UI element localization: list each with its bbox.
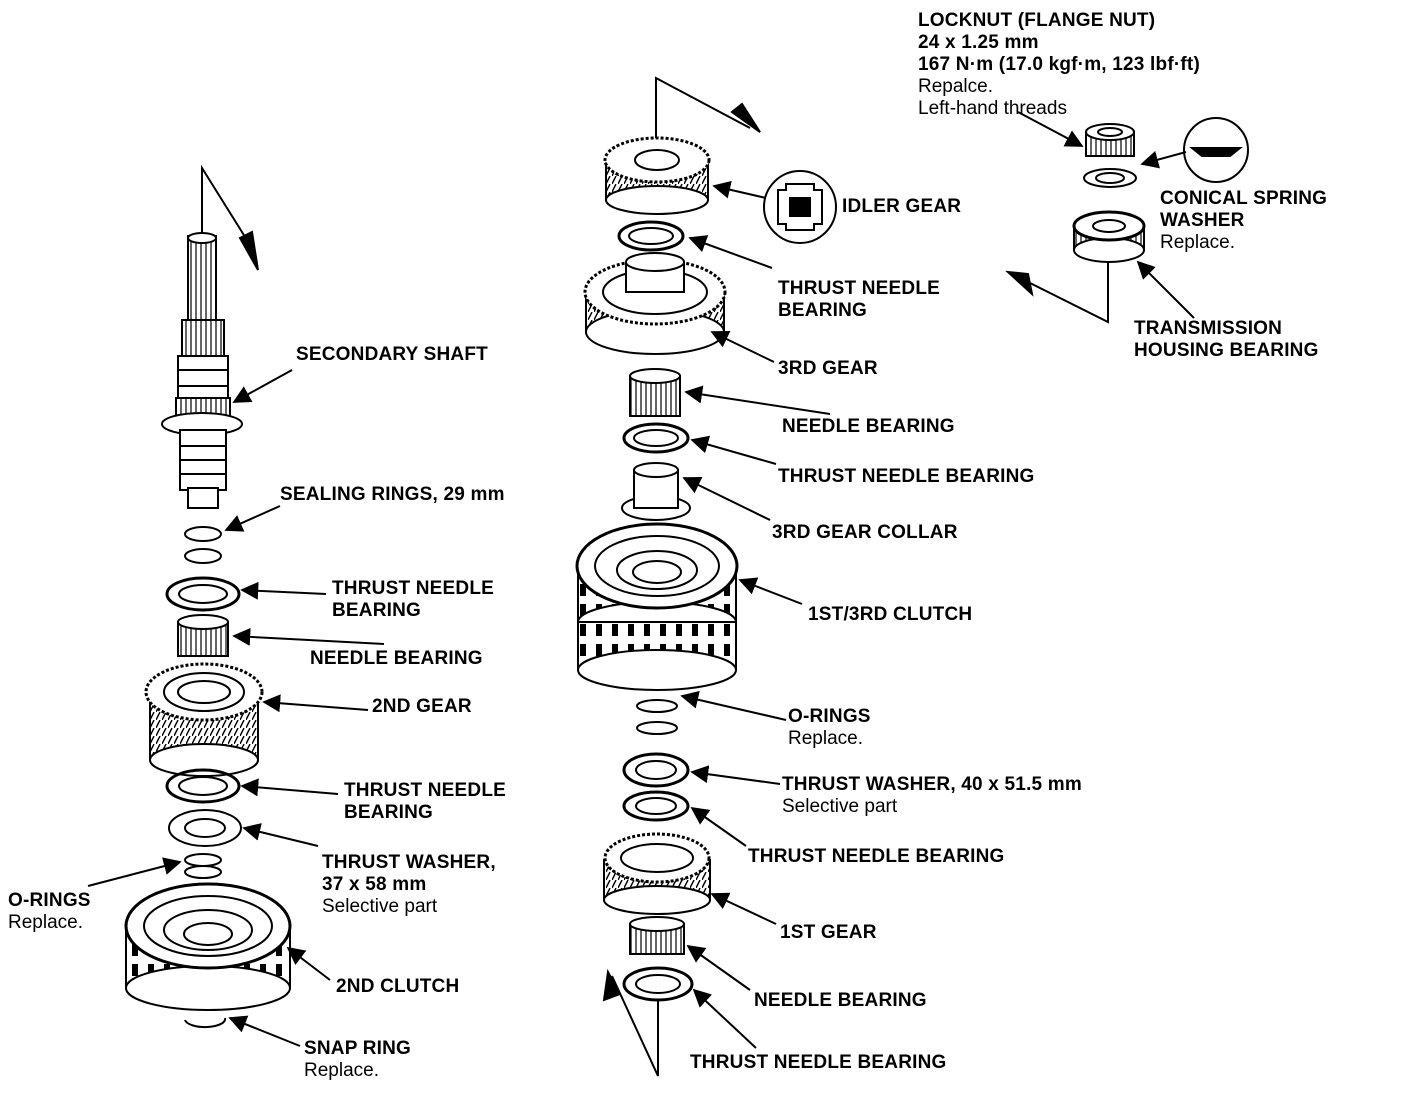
idler-gear-part	[603, 136, 711, 215]
label-o-rings-left: O-RINGS Replace.	[8, 890, 91, 933]
label-third-gear-collar: 3RD GEAR COLLAR	[772, 522, 958, 543]
second-clutch-part	[124, 882, 292, 1011]
secondary-shaft-part	[161, 232, 243, 509]
label-thrust-needle-bearing-left-1: THRUST NEEDLE BEARING	[332, 578, 494, 621]
leader-lines	[87, 111, 1195, 1049]
first-third-clutch-part	[575, 522, 739, 691]
label-thrust-needle-bearing-right-4: THRUST NEEDLE BEARING	[690, 1052, 947, 1073]
needle-bearing-right-1-part	[629, 368, 681, 417]
thrust-washer-left-part	[168, 809, 242, 847]
label-o-rings-right: O-RINGS Replace.	[788, 706, 871, 749]
snap-ring-part	[184, 1017, 227, 1029]
label-thrust-washer-right: THRUST WASHER, 40 x 51.5 mm Selective pa…	[782, 774, 1082, 817]
label-conical-spring-washer: CONICAL SPRING WASHER Replace.	[1160, 188, 1328, 253]
label-idler-gear: IDLER GEAR	[842, 196, 962, 217]
needle-bearing-right-2-part	[629, 916, 685, 955]
thrust-needle-bearing-right-4-part	[622, 966, 694, 1002]
second-gear-part	[144, 662, 264, 777]
o-rings-left-part	[184, 853, 222, 879]
label-thrust-needle-bearing-right-2: THRUST NEEDLE BEARING	[778, 466, 1035, 487]
idler-gear-section-inset	[763, 170, 837, 244]
right-direction-arrow	[655, 76, 761, 150]
conical-spring-washer-inset	[1183, 117, 1249, 183]
bottom-direction-arrow	[602, 968, 659, 1077]
label-thrust-needle-bearing-right-1: THRUST NEEDLE BEARING	[778, 278, 940, 321]
label-second-gear: 2ND GEAR	[372, 696, 472, 717]
label-secondary-shaft: SECONDARY SHAFT	[296, 344, 488, 365]
label-thrust-needle-bearing-left-2: THRUST NEEDLE BEARING	[344, 780, 506, 823]
label-needle-bearing-left: NEEDLE BEARING	[310, 648, 483, 669]
first-gear-part	[603, 832, 711, 915]
label-thrust-needle-bearing-right-3: THRUST NEEDLE BEARING	[748, 846, 1005, 867]
label-locknut: LOCKNUT (FLANGE NUT) 24 x 1.25 mm 167 N·…	[918, 10, 1200, 119]
thrust-needle-bearing-right-3-part	[622, 790, 690, 822]
left-direction-arrow	[201, 164, 259, 271]
transmission-housing-bearing-part	[1072, 210, 1146, 263]
label-first-third-clutch: 1ST/3RD CLUTCH	[808, 604, 973, 625]
label-thrust-washer-left: THRUST WASHER, 37 x 58 mm Selective part	[322, 852, 496, 917]
label-needle-bearing-right-2: NEEDLE BEARING	[754, 990, 927, 1011]
o-rings-right-part	[636, 699, 678, 735]
third-gear-part	[583, 252, 727, 355]
third-gear-collar-part	[621, 462, 691, 521]
housing-direction-arrow	[1005, 262, 1109, 324]
label-third-gear: 3RD GEAR	[778, 358, 878, 379]
thrust-needle-bearing-right-1-part	[617, 220, 685, 252]
needle-bearing-left-part	[177, 614, 229, 657]
thrust-washer-right-part	[622, 752, 690, 788]
thrust-needle-bearing-left-2-part	[165, 768, 241, 804]
conical-spring-washer-part	[1083, 168, 1137, 188]
label-sealing-rings: SEALING RINGS, 29 mm	[280, 484, 505, 505]
label-second-clutch: 2ND CLUTCH	[336, 976, 460, 997]
label-first-gear: 1ST GEAR	[780, 922, 877, 943]
label-snap-ring: SNAP RING Replace.	[304, 1038, 412, 1081]
label-needle-bearing-right-1: NEEDLE BEARING	[782, 416, 955, 437]
thrust-needle-bearing-left-1-part	[165, 576, 241, 612]
sealing-rings-part	[184, 526, 222, 564]
locknut-part	[1085, 123, 1135, 157]
thrust-needle-bearing-right-2-part	[622, 422, 690, 454]
label-transmission-housing-bearing: TRANSMISSION HOUSING BEARING	[1134, 318, 1319, 361]
